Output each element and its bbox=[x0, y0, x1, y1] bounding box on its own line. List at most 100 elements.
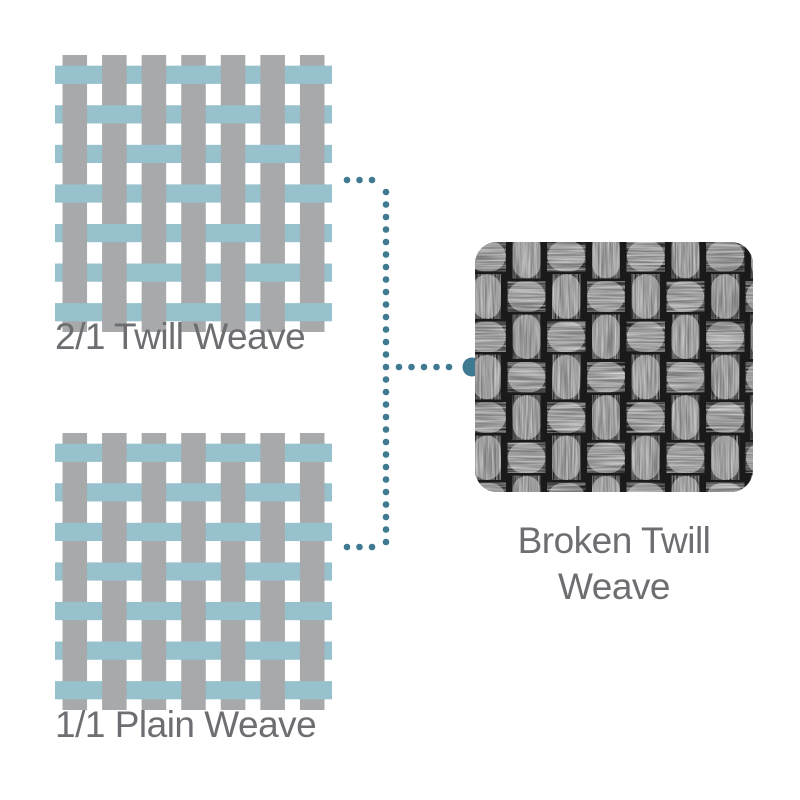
weft-over-segment bbox=[101, 641, 128, 660]
connector-dot bbox=[382, 488, 390, 496]
connector-dot bbox=[445, 363, 453, 371]
fiber-texture bbox=[750, 242, 753, 279]
weft-over-segment bbox=[61, 184, 89, 203]
connector-dot bbox=[433, 363, 440, 371]
connector-dot bbox=[382, 476, 390, 483]
fiber-texture bbox=[592, 395, 620, 440]
fiber-texture bbox=[552, 354, 581, 400]
weft-over-segment bbox=[101, 483, 128, 502]
connector-dot bbox=[382, 288, 390, 296]
weft-over-segment bbox=[259, 562, 286, 581]
fiber-texture bbox=[547, 402, 586, 433]
fiber-texture bbox=[666, 362, 705, 393]
weft-over-segment bbox=[61, 443, 89, 462]
weft-over-segment bbox=[219, 223, 247, 243]
connector-dot bbox=[382, 388, 390, 396]
broken-twill-label-line1: Broken Twill bbox=[517, 520, 711, 561]
connector-dot bbox=[382, 213, 390, 221]
weft-over-segment bbox=[140, 263, 168, 282]
warp-strand bbox=[141, 433, 167, 710]
fiber-texture bbox=[671, 475, 700, 492]
connector-dot bbox=[382, 251, 390, 258]
broken-twill-weave-label: Broken Twill Weave bbox=[475, 518, 753, 610]
fiber-texture bbox=[745, 281, 753, 312]
weft-over-segment bbox=[101, 562, 128, 581]
warp-strand bbox=[141, 55, 167, 332]
fiber-texture bbox=[512, 242, 541, 279]
fiber-texture bbox=[475, 402, 506, 433]
weft-over-segment bbox=[259, 263, 286, 282]
connector-dot bbox=[382, 501, 390, 508]
fiber-texture bbox=[750, 395, 753, 440]
fiber-texture bbox=[711, 274, 740, 319]
fiber-texture bbox=[507, 281, 546, 312]
fiber-bundle bbox=[750, 395, 753, 440]
fiber-texture bbox=[750, 314, 753, 359]
weft-over-segment bbox=[140, 144, 168, 164]
fiber-texture bbox=[475, 435, 501, 480]
warp-strand bbox=[220, 55, 246, 332]
fiber-texture bbox=[626, 482, 665, 492]
fiber-texture bbox=[512, 475, 541, 492]
connector-dot bbox=[382, 338, 390, 346]
fiber-texture bbox=[626, 242, 665, 272]
connector-dot bbox=[382, 351, 390, 358]
weft-over-segment bbox=[140, 681, 168, 700]
connector-dot bbox=[382, 301, 390, 308]
weft-over-segment bbox=[298, 303, 326, 322]
fiber-texture bbox=[512, 314, 541, 359]
fiber-texture bbox=[711, 435, 740, 480]
weft-over-segment bbox=[101, 223, 128, 243]
connector-dot bbox=[356, 176, 363, 184]
connector-dot bbox=[343, 543, 351, 551]
fiber-texture bbox=[631, 435, 660, 480]
weft-over-segment bbox=[180, 641, 207, 660]
connector-dot bbox=[382, 238, 390, 246]
weft-over-segment bbox=[219, 522, 247, 542]
weft-over-segment bbox=[298, 601, 326, 621]
fiber-texture bbox=[711, 354, 740, 400]
fiber-texture bbox=[475, 321, 506, 352]
plain-weave-pattern-icon bbox=[55, 433, 332, 710]
fiber-texture bbox=[587, 362, 625, 393]
fiber-texture bbox=[671, 242, 700, 279]
fiber-texture bbox=[507, 442, 546, 473]
fiber-texture bbox=[745, 362, 753, 393]
twill-weave-label: 2/1 Twill Weave bbox=[55, 316, 306, 357]
warp-strand bbox=[62, 433, 88, 710]
fiber-texture bbox=[475, 354, 501, 400]
weft-over-segment bbox=[61, 522, 89, 542]
fiber-texture bbox=[592, 242, 620, 279]
fiber-texture bbox=[475, 274, 501, 319]
fiber-texture bbox=[706, 242, 745, 272]
weft-over-segment bbox=[298, 522, 326, 542]
connector-dot bbox=[382, 463, 390, 471]
connector-dot bbox=[368, 176, 376, 184]
plain-weave-label: 1/1 Plain Weave bbox=[55, 704, 317, 745]
weft-over-segment bbox=[180, 65, 207, 84]
connector-dot bbox=[395, 363, 403, 371]
weft-over-segment bbox=[140, 601, 168, 621]
weft-over-segment bbox=[219, 443, 247, 462]
fiber-texture bbox=[631, 354, 660, 400]
connector-dot bbox=[382, 376, 390, 383]
connector-dot bbox=[382, 201, 390, 208]
fiber-texture bbox=[592, 314, 620, 359]
broken-twill-micrograph-image bbox=[475, 242, 753, 492]
fiber-texture bbox=[750, 475, 753, 492]
connector-dot bbox=[420, 363, 428, 371]
fiber-texture bbox=[706, 321, 745, 352]
fiber-texture bbox=[706, 402, 745, 433]
connector-dot bbox=[382, 413, 390, 421]
fiber-bundle bbox=[750, 242, 753, 279]
fiber-texture bbox=[547, 321, 586, 352]
weft-over-segment bbox=[259, 144, 286, 164]
weft-over-segment bbox=[101, 105, 128, 124]
fiber-bundle bbox=[750, 314, 753, 359]
weft-over-segment bbox=[219, 601, 247, 621]
weft-over-segment bbox=[61, 681, 89, 700]
fiber-texture bbox=[671, 395, 700, 440]
connector-dot bbox=[382, 451, 390, 458]
weft-over-segment bbox=[259, 641, 286, 660]
warp-strand bbox=[260, 55, 285, 332]
